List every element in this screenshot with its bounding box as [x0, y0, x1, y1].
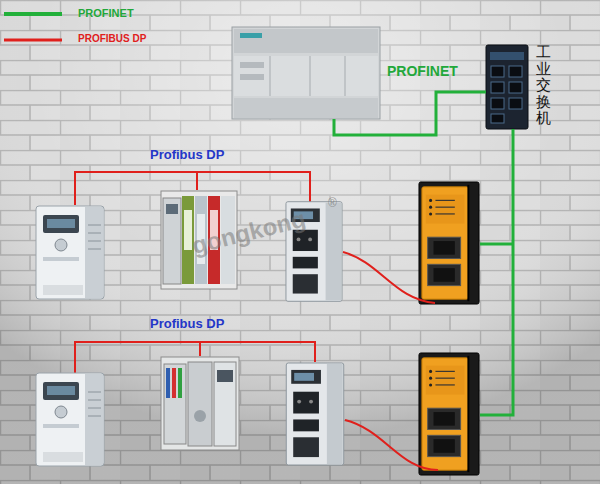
switch-node: 工业交换机: [484, 40, 556, 136]
legend-text: PROFIBUS DP: [78, 33, 146, 44]
bus-label: Profibus DP: [150, 147, 224, 162]
watermark: ®: [328, 196, 337, 210]
industrial-switch: [486, 45, 528, 129]
vertical-caption: 工业交换机: [536, 44, 551, 127]
legend-text: PROFINET: [78, 7, 134, 19]
bus-label: PROFINET: [387, 63, 458, 79]
plc-device: [232, 27, 380, 119]
bus-label: Profibus DP: [150, 316, 224, 331]
